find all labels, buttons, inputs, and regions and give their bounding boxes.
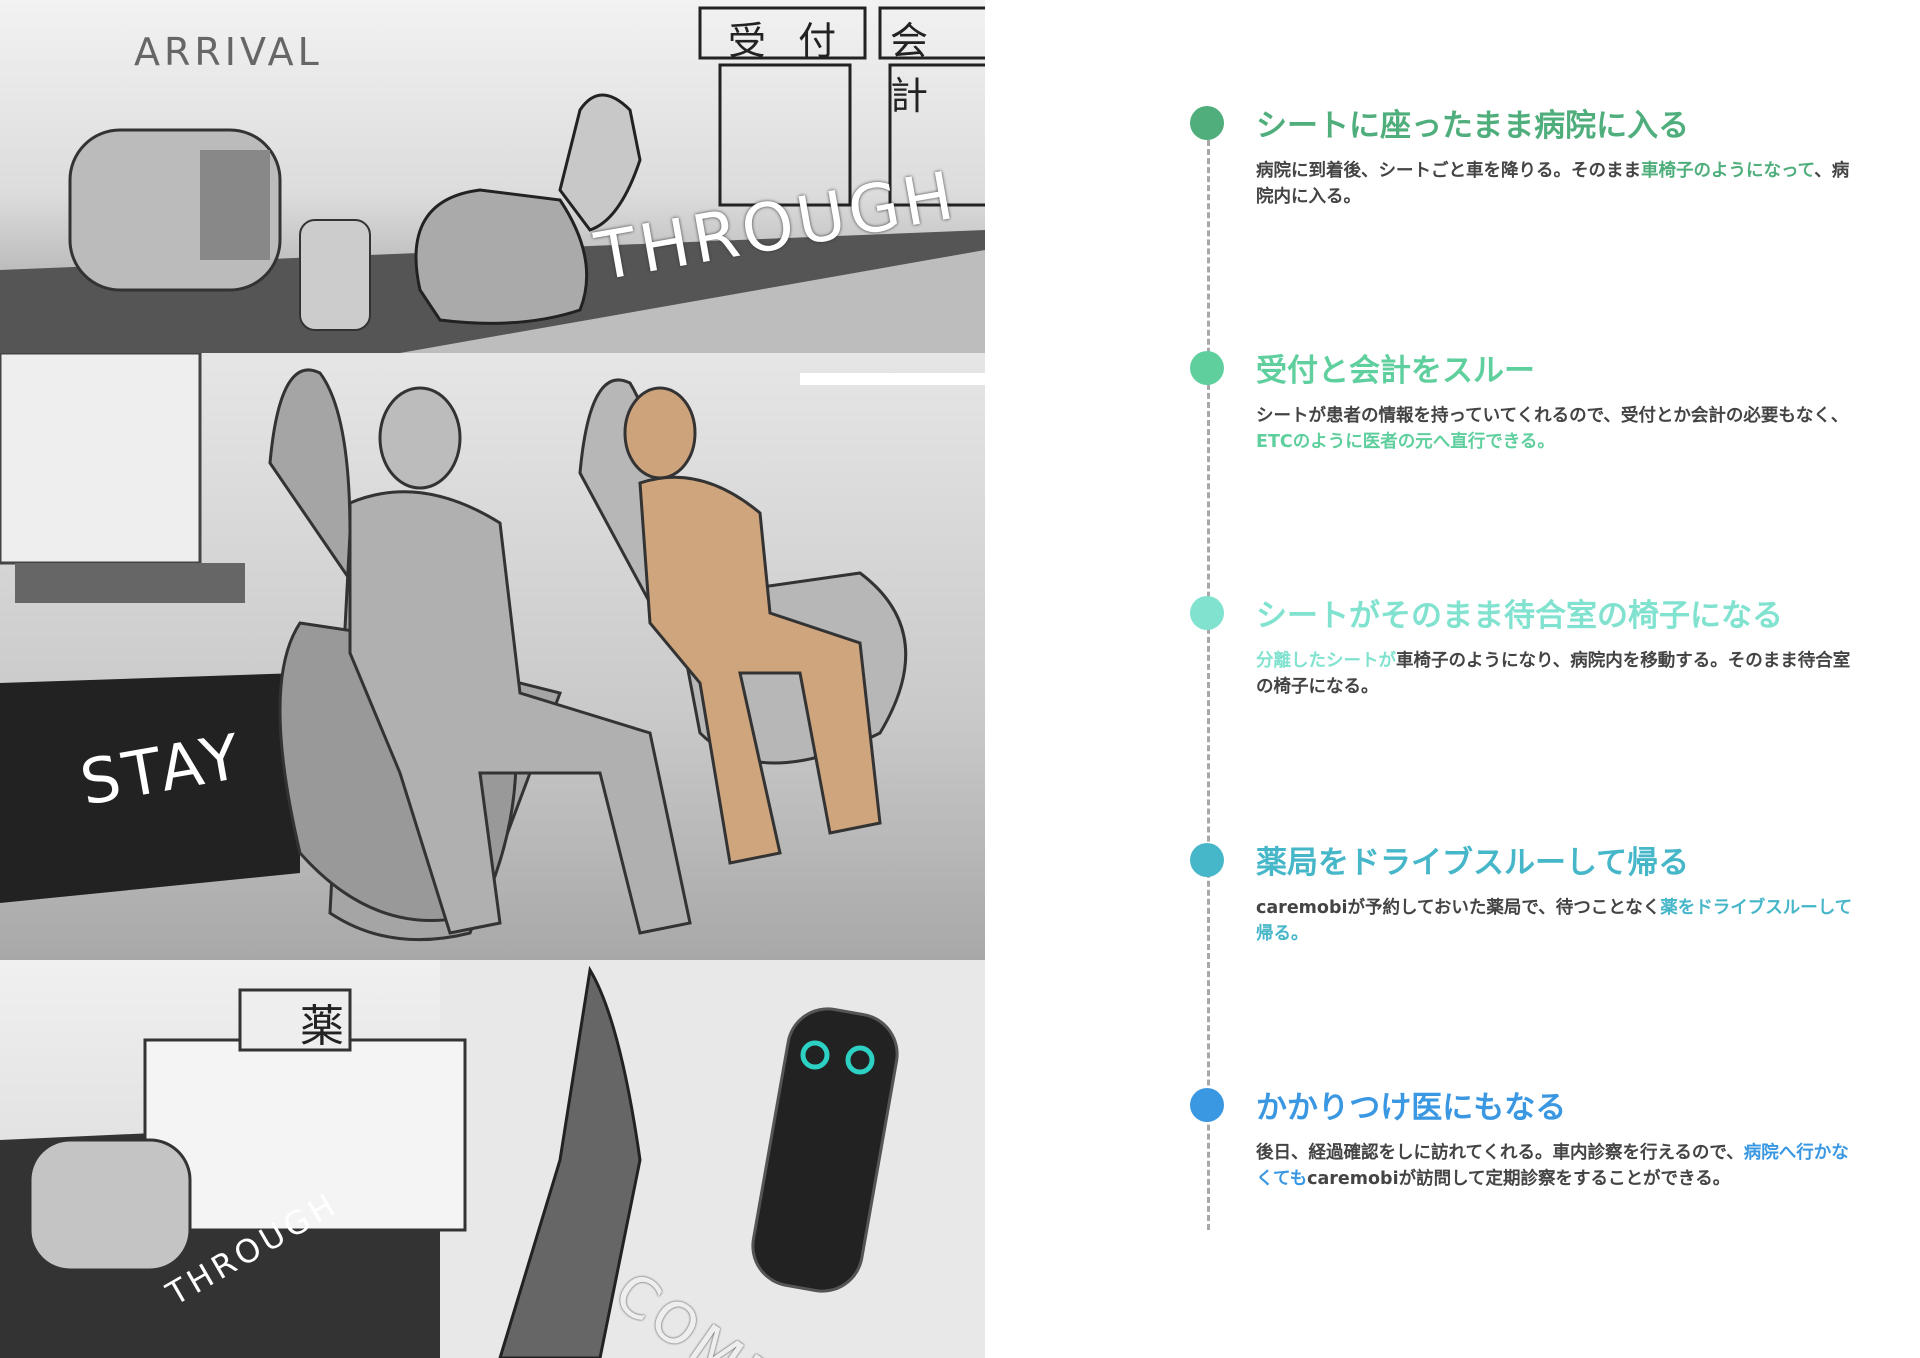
accounting-sign: 会 計 (890, 19, 939, 118)
step-dot-icon (1190, 596, 1224, 630)
highlighted-text: 車椅子のようになって (1641, 161, 1815, 181)
step-title: 薬局をドライブスルーして帰る (1256, 845, 1690, 881)
body-text: 車椅子のようになり、病院内を移動する。そのまま待合室の椅子になる。 (1256, 651, 1851, 697)
step-body: caremobiが予約しておいた薬局で、待つことなく薬をドライブスルーして帰る。 (1256, 895, 1856, 947)
stay-sketch (0, 353, 985, 942)
step-title: かかりつけ医にもなる (1256, 1090, 1567, 1126)
step-body: シートが患者の情報を持っていてくれるので、受付とか会計の必要もなく、 ETCのよう… (1256, 403, 1856, 455)
through-come-panel: 薬 THROUGH COME (0, 960, 985, 1358)
pharmacy-home-sketch (0, 960, 985, 1358)
body-text: 後日、経過確認をしに訪れてくれる。車内診察を行えるので、 (1256, 1143, 1744, 1163)
step-dot-icon (1190, 106, 1224, 140)
highlighted-text: ETCのように医者の元へ直行できる。 (1256, 432, 1555, 452)
body-text: 、病院内に入る。 (1256, 161, 1850, 207)
step-title: シートがそのまま待合室の椅子になる (1256, 598, 1783, 634)
highlighted-text: 分離したシートが (1256, 651, 1396, 671)
pharmacy-sign: 薬 (300, 1001, 348, 1052)
timeline-dashed-line (1207, 140, 1210, 1230)
step-title: シートに座ったまま病院に入る (1256, 108, 1690, 144)
stay-panel: STAY (0, 353, 985, 960)
storyboard-illustration: ARRIVAL 受 付 会 計 THROUGH STAY (0, 0, 985, 1358)
step-body: 病院に到着後、シートごと車を降りる。そのまま車椅子のようになって、病院内に入る。 (1256, 158, 1856, 210)
highlighted-text: 病院へ行かなくても (1256, 1143, 1849, 1189)
reception-sign: 受 付 (728, 19, 847, 63)
body-text: 病院に到着後、シートごと車を降りる。そのまま (1256, 161, 1641, 181)
step-body: 分離したシートが車椅子のようになり、病院内を移動する。そのまま待合室の椅子になる… (1256, 648, 1856, 700)
body-text: caremobiが訪問して定期診察をすることができる。 (1307, 1169, 1731, 1189)
step-body: 後日、経過確認をしに訪れてくれる。車内診察を行えるので、病院へ行かなくてもcar… (1256, 1140, 1856, 1192)
step-title: 受付と会計をスルー (1256, 353, 1535, 389)
arrival-panel: ARRIVAL 受 付 会 計 THROUGH (0, 0, 985, 353)
arrival-sketch (0, 6, 985, 353)
body-text: caremobiが予約しておいた薬局で、待つことなく (1256, 898, 1661, 918)
step-dot-icon (1190, 843, 1224, 877)
body-text: シートが患者の情報を持っていてくれるので、受付とか会計の必要もなく、 (1256, 406, 1849, 426)
arrival-label: ARRIVAL (134, 30, 323, 74)
step-dot-icon (1190, 1088, 1224, 1122)
step-dot-icon (1190, 351, 1224, 385)
highlighted-text: 薬をドライブスルーして帰る。 (1256, 898, 1853, 944)
